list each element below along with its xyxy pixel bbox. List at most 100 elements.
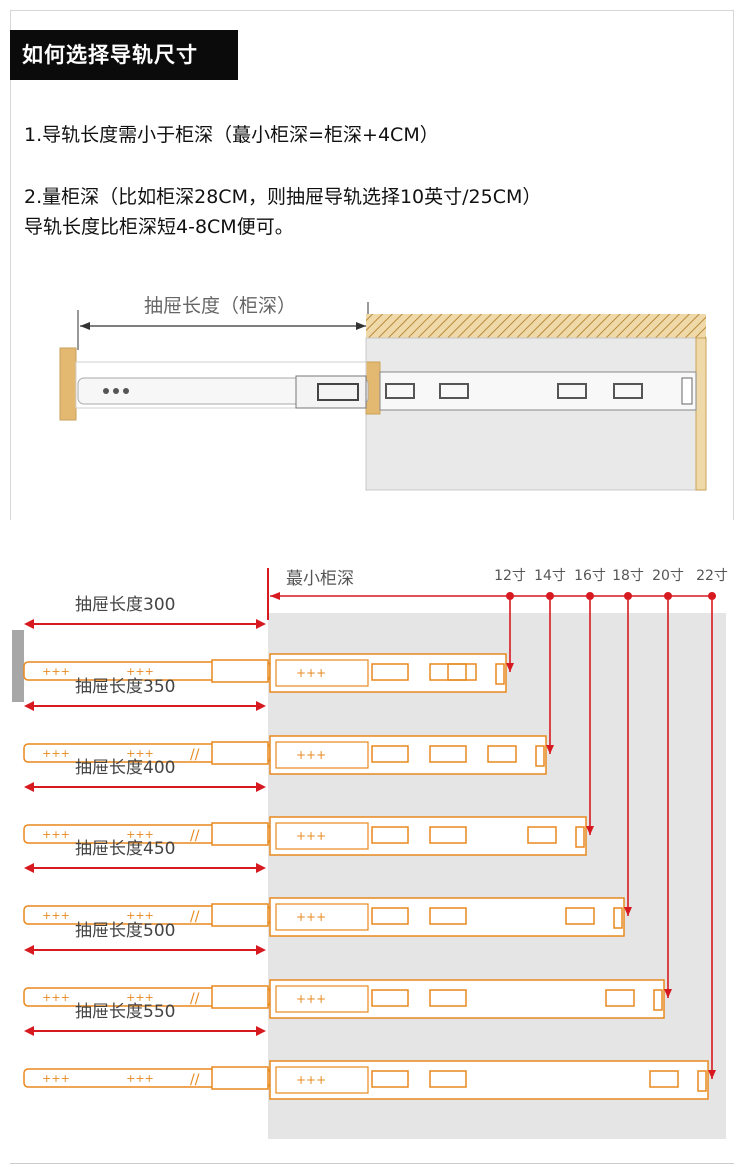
rail-row: 抽屉长度550+++++++++//+++	[23, 1002, 709, 1100]
rail-slot	[487, 745, 517, 763]
rail-hole-mark: +++	[126, 747, 154, 760]
size-marker	[586, 592, 594, 600]
arrow-head-right	[256, 701, 266, 711]
size-label: 12寸	[494, 568, 526, 584]
rail-slider	[211, 659, 269, 683]
outer-rail-slots	[385, 383, 643, 399]
rail-lock-mark: +++	[296, 992, 326, 1006]
rail-lock-mark: +++	[296, 829, 326, 843]
arrow-head-left	[24, 701, 34, 711]
rail-end-stop	[697, 1070, 707, 1092]
size-arrow-head	[664, 989, 672, 998]
rail-hole-mark: +++	[42, 747, 70, 760]
size-marker	[546, 592, 554, 600]
rail-break-mark: //	[190, 828, 200, 844]
rail-slot	[371, 989, 409, 1007]
rail-break-mark: //	[190, 1072, 200, 1088]
rail-slot	[429, 907, 467, 925]
outer-rail-panel	[275, 985, 369, 1013]
drawer-front	[59, 347, 77, 421]
size-arrow-head	[708, 1070, 716, 1079]
rail-break-mark: //	[190, 991, 200, 1007]
bottom-divider	[10, 1163, 734, 1164]
instruction-line-3: 导轨长度比柜深短4-8CM便可。	[24, 216, 294, 238]
rail-end-stop	[535, 745, 545, 767]
rail-slider	[211, 985, 269, 1009]
outer-rail-panel	[275, 741, 369, 769]
slide-rail-diagram: 抽屉长度（柜深）	[59, 295, 707, 491]
rail-slider	[211, 903, 269, 927]
rail-slider	[211, 822, 269, 846]
rail-slot	[527, 826, 557, 844]
arrow-head-right	[256, 782, 266, 792]
arrow-head-left	[24, 945, 34, 955]
rail-slot	[429, 989, 467, 1007]
outer-rail-panel	[275, 1066, 369, 1094]
rail-slider	[211, 1066, 269, 1090]
outer-rail-panel	[275, 822, 369, 850]
rail-slot	[429, 745, 467, 763]
rail-slot	[371, 826, 409, 844]
rail-slot	[605, 989, 635, 1007]
rail-slot	[649, 1070, 679, 1088]
rail-slot	[371, 745, 409, 763]
size-arrow-head	[624, 907, 632, 916]
outer-rail-panel	[275, 659, 369, 687]
arrow-head-left	[24, 782, 34, 792]
rail-hole-mark: +++	[126, 828, 154, 841]
rail-slot	[565, 907, 595, 925]
rail-slider	[211, 741, 269, 765]
dimension-arrow-right	[356, 322, 366, 330]
arrow-head-left	[24, 1026, 34, 1036]
cabinet-area	[268, 613, 726, 1139]
drawer-length-label: 抽屉长度300	[75, 595, 175, 615]
rail-hole-mark: +++	[42, 909, 70, 922]
page-title: 如何选择导轨尺寸	[10, 30, 238, 80]
rail-hole-mark: +++	[42, 665, 70, 678]
cabinet-top-hatch	[366, 314, 706, 338]
rail-slot	[371, 663, 409, 681]
rail-hole-mark: +++	[42, 991, 70, 1004]
rail-rows: 抽屉长度300++++++++++++抽屉长度350+++++++++//+++…	[23, 595, 709, 1100]
drawer-length-label: 抽屉长度500	[75, 921, 175, 941]
drawer-length-label: 抽屉长度（柜深）	[144, 295, 296, 317]
rail-lock-mark: +++	[296, 666, 326, 680]
rail-slot	[429, 826, 467, 844]
rail-lock-mark: +++	[296, 748, 326, 762]
size-arrow-head	[586, 826, 594, 835]
rail-hole-mark: +++	[126, 909, 154, 922]
rail-hole	[123, 388, 129, 394]
instruction-line-1: 1.导轨长度需小于柜深（蕞小柜深=柜深+4CM）	[24, 124, 439, 146]
rail-end-stop	[653, 989, 663, 1011]
rail-row: 抽屉长度450+++++++++//+++	[23, 839, 625, 937]
drawer-length-label: 抽屉长度400	[75, 758, 175, 778]
rail-slot	[371, 1070, 409, 1088]
size-label: 16寸	[574, 568, 606, 584]
rail-slot	[447, 663, 477, 681]
size-label: 14寸	[534, 568, 566, 584]
rail-hole-mark: +++	[126, 1072, 154, 1085]
size-label: 22寸	[696, 568, 728, 584]
rail-row: 抽屉长度350+++++++++//+++	[23, 677, 547, 775]
drawer-front-panel	[12, 630, 24, 702]
rail-hole-mark: +++	[126, 991, 154, 1004]
arrow-head-right	[256, 863, 266, 873]
rail-end-stop	[613, 907, 623, 929]
rail-hole	[113, 388, 119, 394]
arrow-head-right	[256, 945, 266, 955]
arrow-head-left	[24, 619, 34, 629]
size-arrows	[506, 600, 716, 1079]
drawer-length-label: 抽屉长度550	[75, 1002, 175, 1022]
size-marker	[506, 592, 514, 600]
rail-break-mark: //	[190, 747, 200, 763]
rail-row: 抽屉长度500+++++++++//+++	[23, 921, 665, 1019]
size-marker	[708, 592, 716, 600]
rail-hole-mark: +++	[126, 665, 154, 678]
rail-slot	[429, 1070, 467, 1088]
drawer-length-label: 抽屉长度450	[75, 839, 175, 859]
rail-slider	[295, 375, 367, 409]
arrow-head-left	[24, 863, 34, 873]
cabinet-side-wall	[695, 337, 707, 491]
